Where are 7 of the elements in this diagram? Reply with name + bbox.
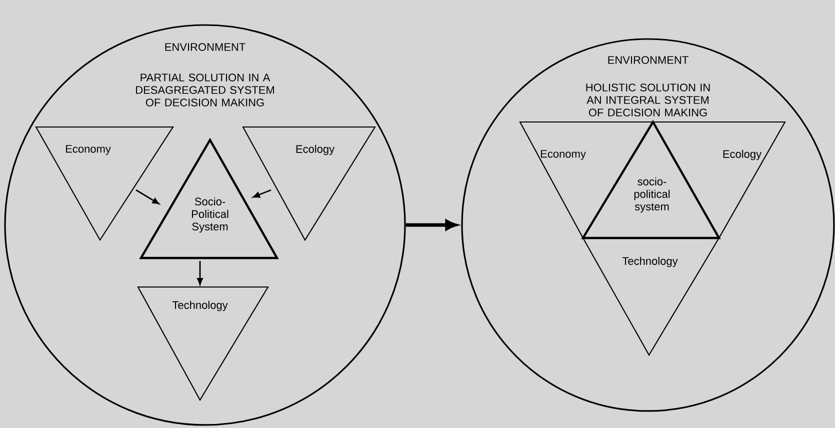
- circle-title: HOLISTIC SOLUTION IN AN INTEGRAL SYSTEM OF DECISION MAKING: [586, 84, 710, 116]
- circle-title: PARTIAL SOLUTION IN A DESAGREGATED SYSTEM OF DECISION MAKING: [136, 74, 274, 106]
- arrow: [197, 261, 203, 285]
- circle-heading: ENVIRONMENT: [608, 56, 688, 64]
- arrow: [136, 189, 160, 204]
- arrow: [252, 189, 272, 198]
- circle-heading: ENVIRONMENT: [165, 43, 246, 51]
